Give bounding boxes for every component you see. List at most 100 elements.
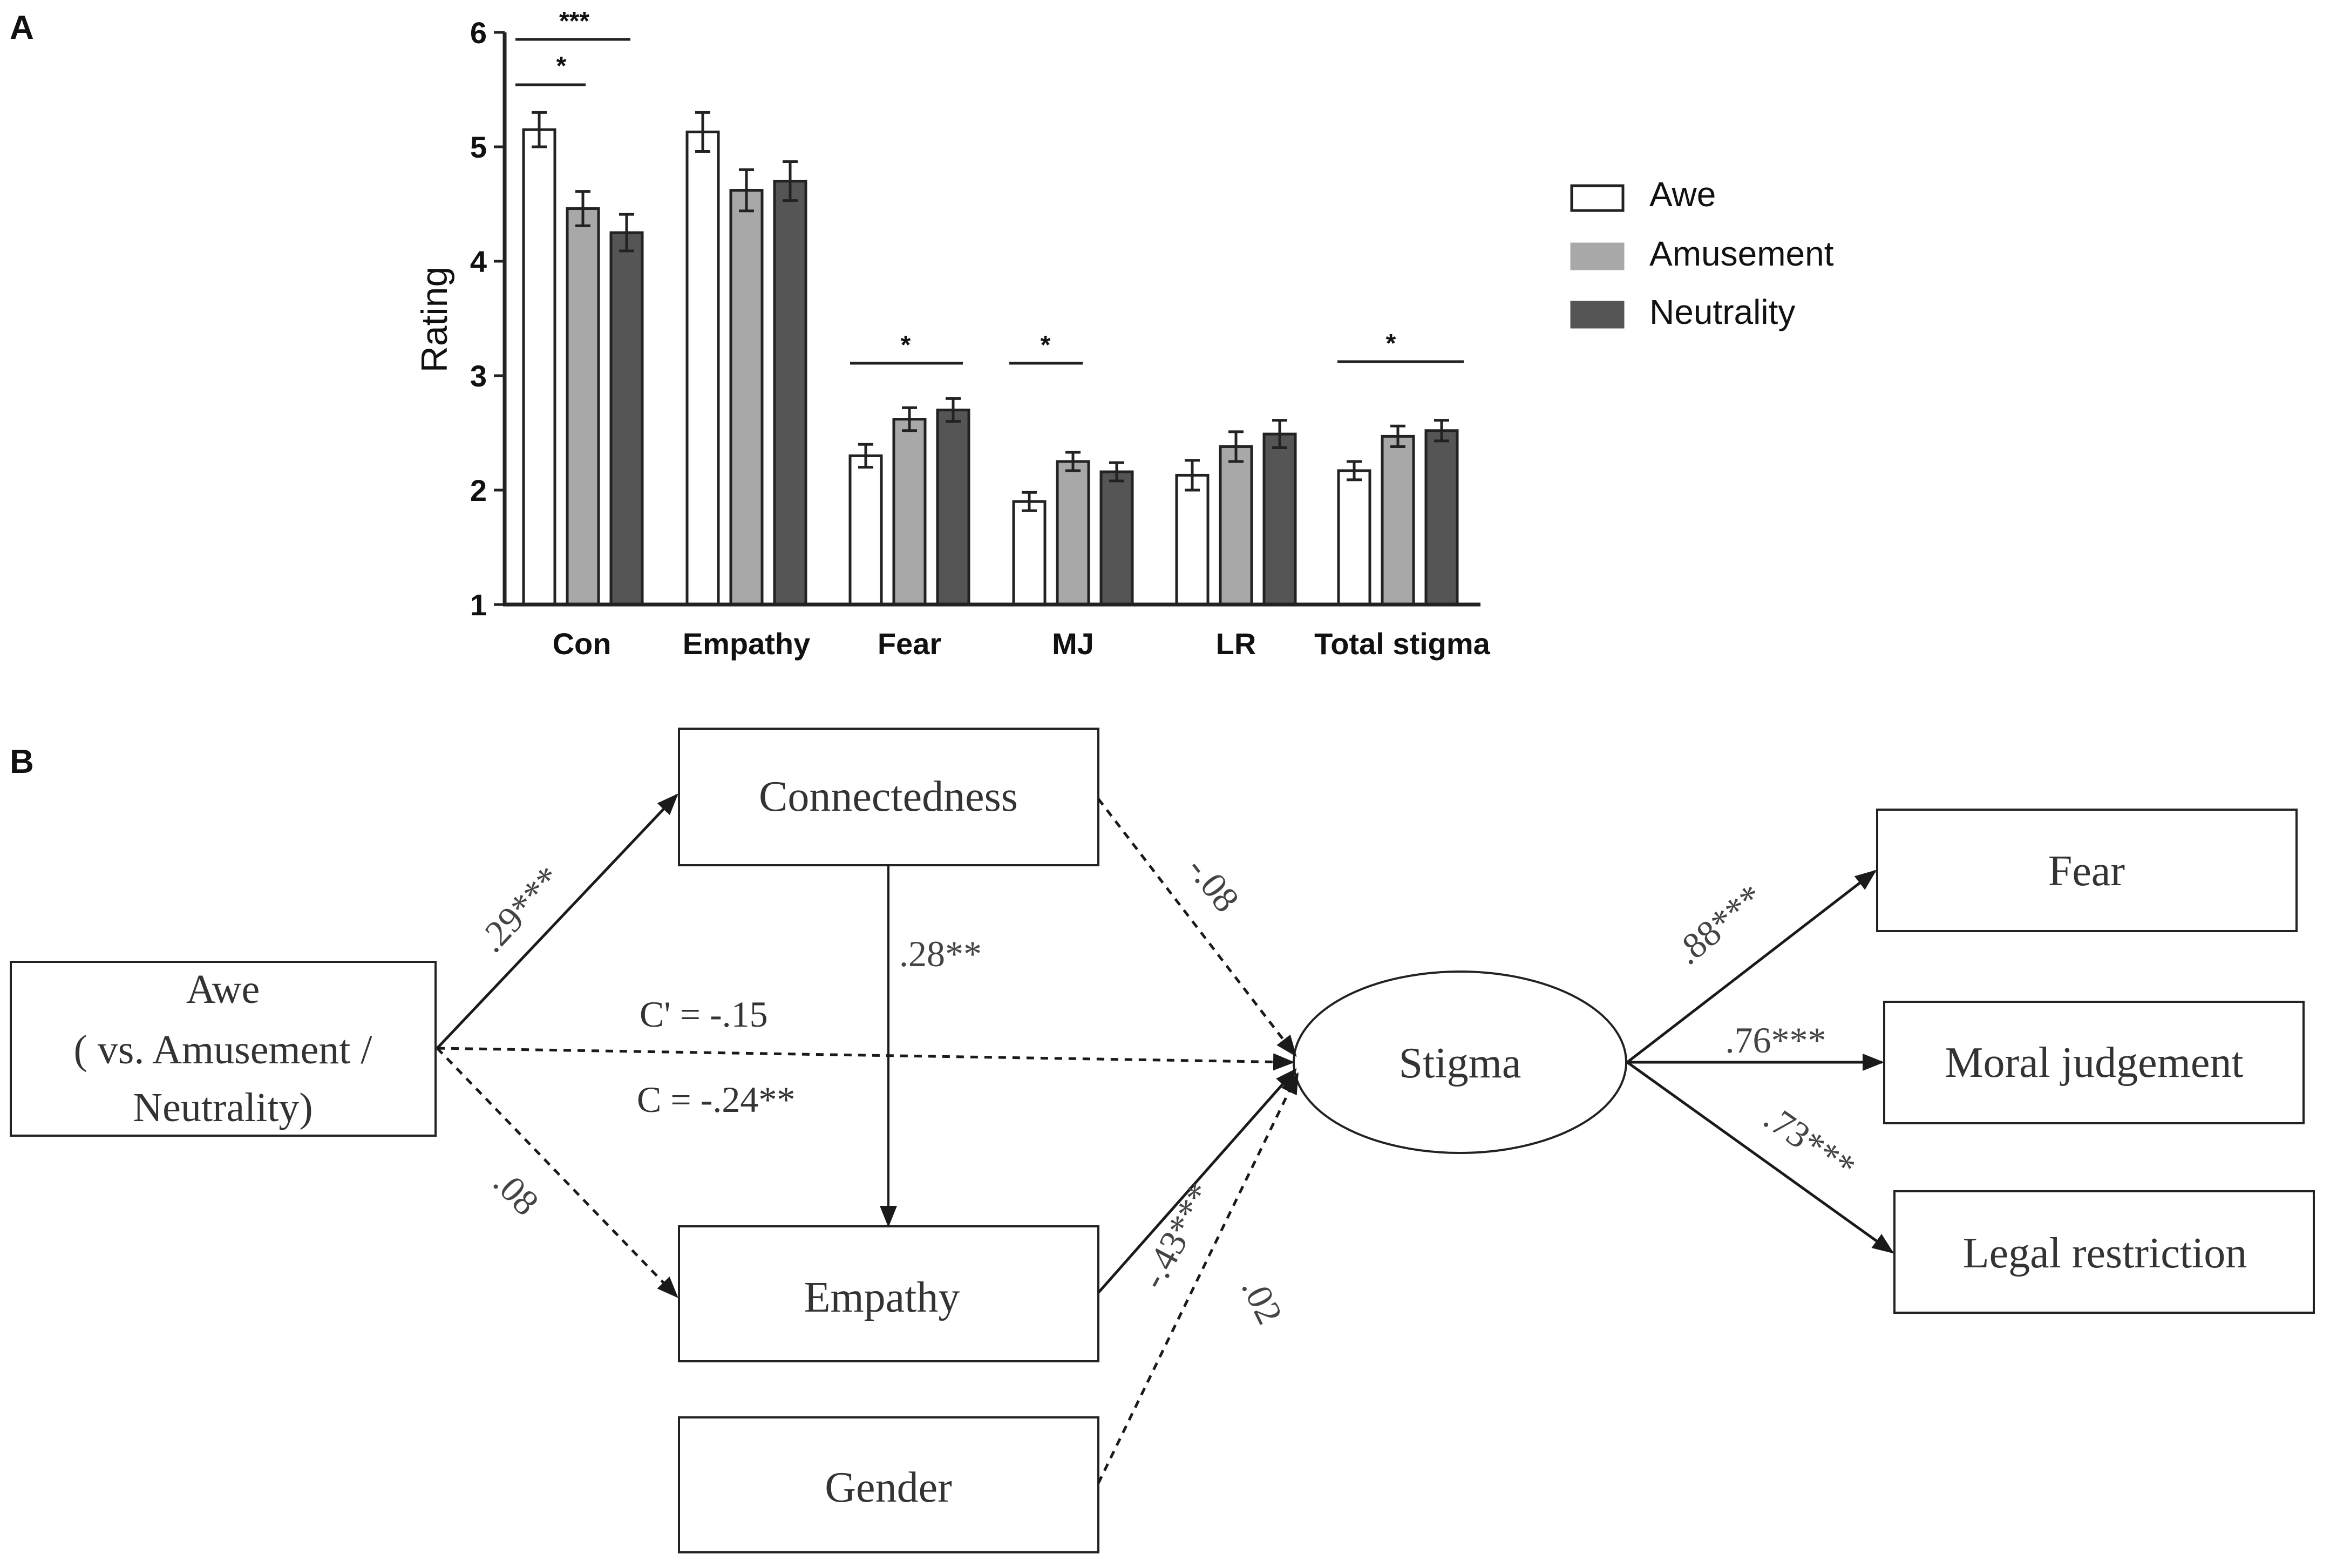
bar-lr-awe [1175,473,1210,606]
x-label-total-stigma: Total stigma [1314,627,1491,661]
errorbar-total-stigma-neutrality [1434,419,1449,443]
legend-swatch-amusement [1570,242,1625,270]
arrow-awe-to-stigma [437,1047,1295,1071]
legend-label-awe: Awe [1649,175,1716,214]
x-label-lr: LR [1216,627,1256,661]
coef-c-total: C = -.24** [637,1079,795,1120]
node-empathy-label: Empathy [804,1274,960,1321]
coef-stigma-fear: .88*** [1667,876,1771,972]
bar-total-stigma-awe [1337,469,1371,606]
bar-con-neutrality [609,231,644,606]
sig-label-fear: * [901,331,911,359]
errorbar-total-stigma-amusement [1390,424,1405,448]
arrow-stigma-to-fear [1626,870,1877,1063]
errorbar-lr-amusement [1228,430,1244,463]
node-legal-box [1893,1190,2315,1314]
bar-total-stigma-neutrality [1424,429,1459,606]
chart-marks [522,111,1459,606]
node-fear-box [1876,809,2298,932]
y-tick-label-4: 4 [470,245,487,279]
legend-label-amusement: Amusement [1649,234,1834,273]
coef-stigma-moral: .76*** [1726,1020,1826,1061]
coef-empathy-stigma: -.43*** [1132,1176,1221,1295]
sig-label-con-awe-amusement: * [556,52,567,80]
y-tick-label-3: 3 [470,359,487,393]
x-label-mj: MJ [1052,627,1094,661]
node-gender-label: Gender [825,1464,952,1511]
y-tick-label-2: 2 [470,473,487,507]
path-diagram: Connectedness Awe ( vs. Amusement / Neut… [10,728,2315,1553]
node-fear-label: Fear [2048,847,2125,895]
node-awe-label-line1: Awe [186,967,260,1012]
arrow-awe-to-empathy [436,1047,678,1298]
errorbar-con-amusement [575,190,590,227]
x-label-empathy: Empathy [683,627,811,661]
bar-mj-neutrality [1099,470,1134,606]
errorbar-lr-neutrality [1272,419,1287,450]
y-tick-label-1: 1 [470,588,487,622]
bar-fear-amusement [892,418,927,606]
node-awe-label-line2: ( vs. Amusement / [73,1027,372,1073]
bar-lr-amusement [1219,445,1253,606]
panel-a-label: A [10,9,34,46]
coef-stigma-legal: .73*** [1757,1096,1863,1188]
errorbar-total-stigma-awe [1347,460,1362,481]
node-awe-box [10,961,437,1137]
bar-empathy-amusement [729,189,764,606]
x-label-fear: Fear [878,627,941,661]
x-label-con: Con [553,627,612,661]
errorbar-mj-awe [1022,491,1037,512]
bar-lr-neutrality [1262,432,1297,606]
errorbar-fear-amusement [902,406,917,432]
legend-swatch-awe [1570,184,1625,212]
errorbar-mj-neutrality [1109,461,1124,483]
bar-empathy-awe [685,130,720,606]
coef-gender-stigma: .02 [1234,1271,1291,1331]
legend-swatch-neutrality [1570,301,1625,329]
arrow-awe-to-connectedness [436,793,678,1049]
errorbar-con-neutrality [619,213,634,253]
sig-label-con-awe-neutrality: *** [559,7,589,36]
node-empathy-box [678,1225,1099,1362]
bar-con-awe [522,128,556,606]
arrow-gender-to-stigma [1097,1072,1299,1484]
errorbar-empathy-amusement [739,168,754,213]
coef-awe-empathy: .08 [486,1162,547,1223]
node-connectedness-box [678,728,1099,866]
sig-label-mj: * [1041,331,1051,359]
node-moral-box [1883,1001,2305,1124]
node-gender-box [678,1416,1099,1553]
node-legal-label: Legal restriction [1963,1230,2247,1277]
errorbar-fear-neutrality [946,397,961,423]
errorbar-empathy-awe [695,111,710,153]
node-connectedness-label: Connectedness [759,773,1018,820]
bar-total-stigma-amusement [1381,435,1415,606]
coef-c-prime: C' = -.15 [640,994,768,1035]
arrow-stigma-to-legal [1626,1061,1894,1254]
node-awe-label-line3: Neutrality) [133,1085,313,1130]
errorbar-empathy-neutrality [783,160,798,202]
panel-b-label: B [10,743,34,780]
bar-mj-amusement [1056,460,1090,606]
bar-fear-awe [848,454,883,606]
node-moral-label: Moral judgement [1945,1039,2243,1087]
bar-fear-neutrality [936,409,970,606]
y-tick-label-6: 6 [470,16,487,50]
sig-label-total-stigma: * [1386,329,1396,358]
arrow-empathy-to-stigma [1097,1068,1297,1294]
coef-connectedness-empathy: .28** [899,933,982,974]
errorbar-con-awe [532,111,547,148]
errorbar-mj-amusement [1065,451,1081,472]
legend: Awe Amusement Neutrality [1570,175,1834,331]
bar-con-amusement [566,207,600,606]
coef-connectedness-stigma: -.08 [1179,849,1247,920]
legend-label-neutrality: Neutrality [1649,293,1795,331]
arrow-connectedness-to-stigma [1097,798,1297,1057]
y-axis-label: Rating [414,267,455,373]
bar-mj-awe [1012,500,1047,606]
coef-awe-connectedness: .29*** [471,858,569,960]
bar-empathy-neutrality [773,180,807,606]
